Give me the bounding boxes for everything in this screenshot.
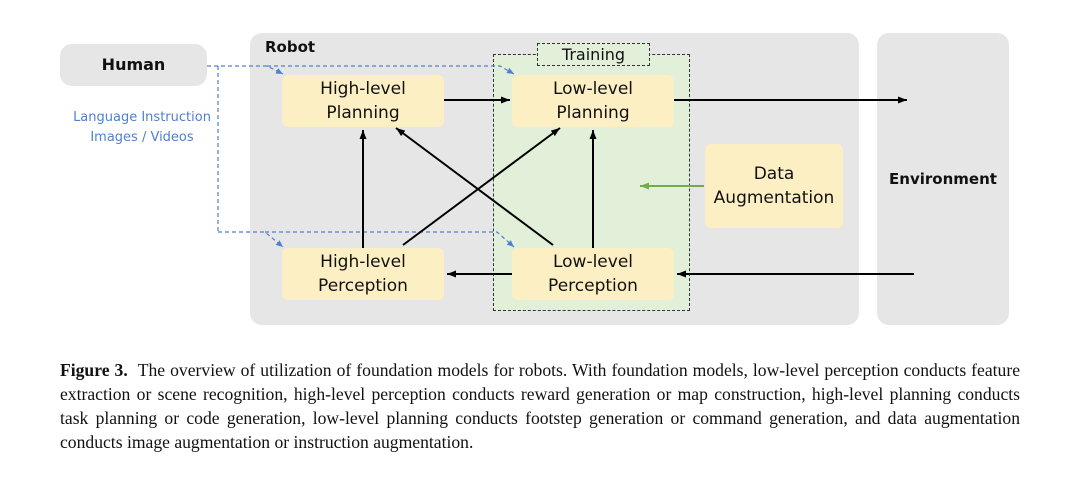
- training-label: Training: [561, 45, 626, 64]
- high-level-planning-line2: Planning: [326, 103, 400, 123]
- environment-panel: [877, 33, 1009, 325]
- arrow-low-perception-to-high-planning: [395, 127, 554, 246]
- human-label: Human: [101, 55, 166, 74]
- high-level-perception-line1: High-level: [320, 252, 406, 272]
- high-level-perception-line2: Perception: [318, 276, 408, 296]
- training-label-box: [537, 43, 650, 66]
- low-level-planning-line2: Planning: [556, 103, 630, 123]
- robot-label: Robot: [265, 38, 316, 56]
- data-augmentation-line1: Data: [753, 164, 795, 184]
- data-augmentation-line2: Augmentation: [713, 188, 835, 208]
- low-level-perception-node: Low-level Perception: [512, 248, 674, 300]
- input-label-images: Images / Videos: [90, 130, 194, 145]
- low-level-perception-line2: Perception: [548, 276, 638, 296]
- low-level-perception-line1: Low-level: [552, 252, 634, 272]
- data-augmentation-node: Data Augmentation: [705, 144, 843, 228]
- figure-caption: Figure 3. The overview of utilization of…: [60, 358, 1020, 454]
- input-label-language: Language Instruction: [73, 110, 211, 125]
- input-arrow-to-low-perception: [265, 231, 515, 248]
- high-level-planning-node: High-level Planning: [282, 75, 444, 127]
- input-arrow-to-low-planning: [267, 65, 515, 75]
- caption-label: Figure 3.: [60, 360, 128, 380]
- low-level-planning-node: Low-level Planning: [512, 75, 674, 127]
- input-arrow-to-high-perception: [218, 231, 284, 248]
- arrow-high-perception-to-low-planning: [402, 127, 561, 246]
- caption-text: The overview of utilization of foundatio…: [60, 360, 1021, 452]
- high-level-planning-line1: High-level: [320, 79, 406, 99]
- low-level-planning-line1: Low-level: [552, 79, 634, 99]
- environment-label: Environment: [889, 170, 997, 188]
- human-panel: [60, 44, 207, 86]
- high-level-perception-node: High-level Perception: [282, 248, 444, 300]
